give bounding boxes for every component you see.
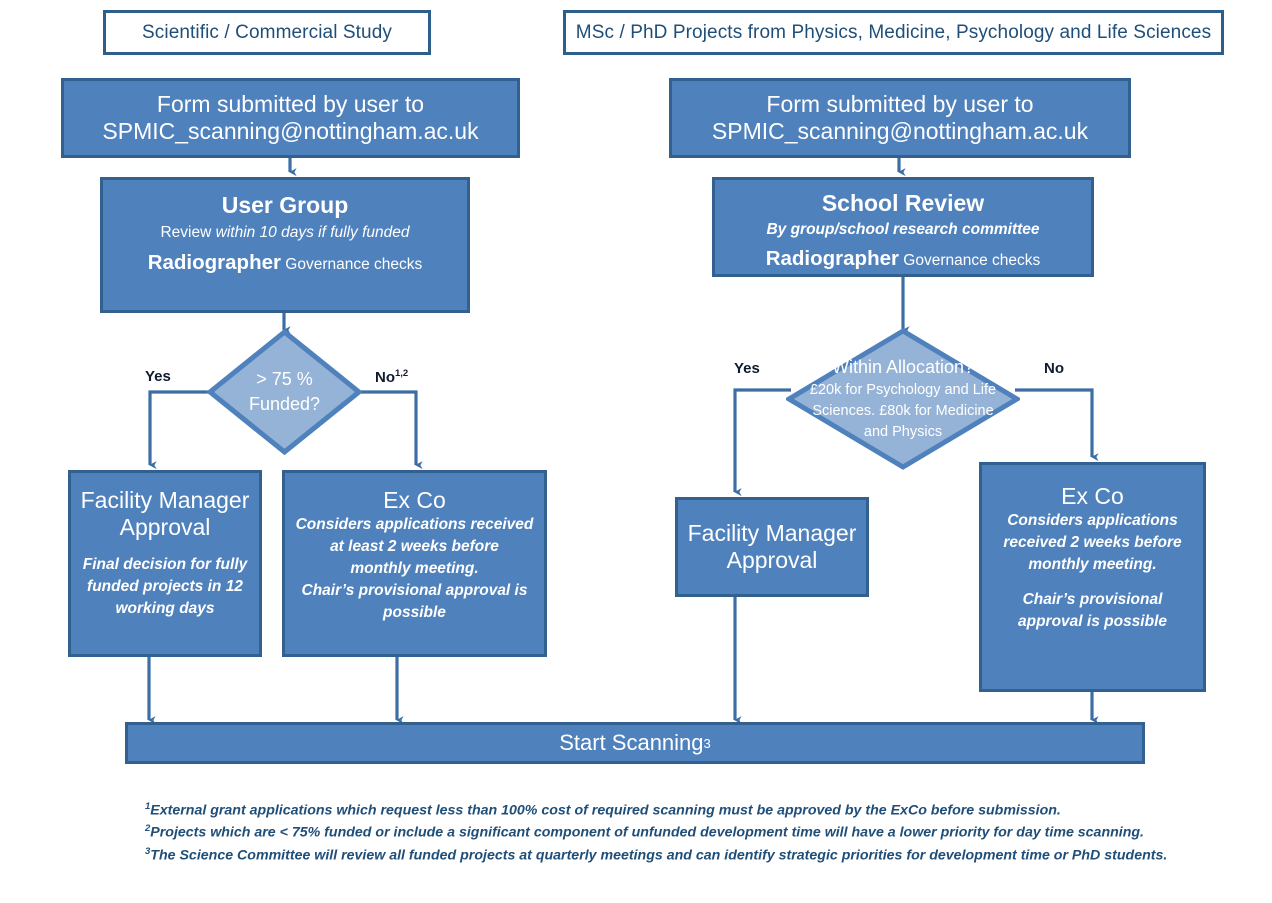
arrow-left-yes-to-facility <box>148 390 213 470</box>
right-facility-heading-1: Facility Manager <box>687 519 857 546</box>
right-no-label: No <box>1044 360 1064 377</box>
left-user-group-sub-italic: within 10 days if fully funded <box>215 224 410 242</box>
footnote-3-text: The Science Committee will review all fu… <box>150 847 1168 864</box>
footnote-1-marker: 1 <box>145 801 151 812</box>
right-diamond-shape <box>786 328 1020 470</box>
left-governance-rest: Governance checks <box>280 256 423 274</box>
right-radiographer-label: Radiographer <box>765 247 899 271</box>
right-yes-label: Yes <box>734 360 760 377</box>
footnote-1: 1External grant applications which reque… <box>145 800 1205 822</box>
right-form-submitted-box: Form submitted by user to SPMIC_scanning… <box>669 78 1131 158</box>
right-school-sub: By group/school research committee <box>766 221 1040 239</box>
left-yes-label: Yes <box>145 368 171 385</box>
right-column-title: MSc / PhD Projects from Physics, Medicin… <box>563 10 1224 55</box>
right-form-line1: Form submitted by user to <box>766 90 1034 117</box>
left-form-line2: SPMIC_scanning@nottingham.ac.uk <box>102 118 479 144</box>
left-no-label: No1,2 <box>375 368 408 386</box>
right-exco-line5: approval is possible <box>1017 613 1168 631</box>
left-title-text: Scientific / Commercial Study <box>142 21 392 43</box>
right-exco-line4: Chair’s provisional <box>1022 591 1163 609</box>
right-title-text: MSc / PhD Projects from Physics, Medicin… <box>575 21 1212 43</box>
left-exco-line3: monthly meeting. <box>350 560 479 578</box>
right-exco-line1: Considers applications <box>1007 512 1178 530</box>
arrow-right-no-to-exco <box>1015 388 1099 462</box>
right-governance-line: Radiographer Governance checks <box>766 245 1041 274</box>
left-diamond-shape <box>207 329 362 455</box>
left-user-group-box: User Group Review within 10 days if full… <box>100 177 470 313</box>
left-facility-heading-1: Facility Manager <box>80 487 250 513</box>
arrow-left-no-to-exco <box>356 390 423 470</box>
right-school-heading: School Review <box>821 190 985 216</box>
footnote-1-text: External grant applications which reques… <box>150 802 1061 819</box>
left-form-line1: Form submitted by user to <box>156 90 425 117</box>
right-form-line2: SPMIC_scanning@nottingham.ac.uk <box>711 118 1089 144</box>
start-scanning-label: Start Scanning <box>559 730 704 755</box>
arrow-right-yes-to-facility <box>733 388 791 497</box>
left-no-footnote-ref: 1,2 <box>395 368 409 379</box>
right-exco-line3: monthly meeting. <box>1028 556 1157 574</box>
right-school-review-box: School Review By group/school research c… <box>712 177 1094 277</box>
start-scanning-footnote-ref: 3 <box>703 735 711 751</box>
left-no-text: No <box>375 369 395 386</box>
left-form-submitted-box: Form submitted by user to SPMIC_scanning… <box>61 78 520 158</box>
left-exco-line4: Chair’s provisional approval is <box>301 582 528 600</box>
left-exco-line2: at least 2 weeks before <box>330 538 499 556</box>
right-exco-line2: received 2 weeks before <box>1003 534 1182 552</box>
left-exco-line1: Considers applications received <box>295 516 534 534</box>
right-governance-rest: Governance checks <box>898 252 1041 270</box>
left-decision-diamond: > 75 % Funded? <box>207 329 362 455</box>
footnote-3: 3The Science Committee will review all f… <box>145 845 1205 867</box>
footnotes-block: 1External grant applications which reque… <box>145 800 1205 867</box>
right-exco-heading: Ex Co <box>1061 483 1124 509</box>
footnote-2-text: Projects which are < 75% funded or inclu… <box>150 825 1144 842</box>
right-facility-manager-box: Facility Manager Approval <box>675 497 869 597</box>
left-column-title: Scientific / Commercial Study <box>103 10 431 55</box>
right-facility-heading-2: Approval <box>726 547 818 573</box>
left-facility-manager-box: Facility Manager Approval Final decision… <box>68 470 262 657</box>
right-decision-diamond: Within Allocation? £20k for Psychology a… <box>786 328 1020 470</box>
left-exco-box: Ex Co Considers applications received at… <box>282 470 547 657</box>
left-exco-line5: possible <box>383 604 446 622</box>
left-radiographer-label: Radiographer <box>147 251 281 275</box>
left-facility-heading-2: Approval <box>119 514 211 541</box>
left-exco-heading: Ex Co <box>383 487 446 513</box>
footnote-2: 2Projects which are < 75% funded or incl… <box>145 822 1205 844</box>
left-user-group-heading: User Group <box>221 192 349 218</box>
left-user-group-sub-plain: Review <box>160 224 216 242</box>
right-exco-box: Ex Co Considers applications received 2 … <box>979 462 1206 692</box>
footnote-2-marker: 2 <box>145 823 151 835</box>
footnote-3-marker: 3 <box>145 845 151 857</box>
left-facility-body: Final decision for fully funded projects… <box>82 556 248 618</box>
left-governance-line: Radiographer Governance checks <box>148 249 423 278</box>
left-user-group-sub: Review within 10 days if fully funded <box>160 223 409 244</box>
